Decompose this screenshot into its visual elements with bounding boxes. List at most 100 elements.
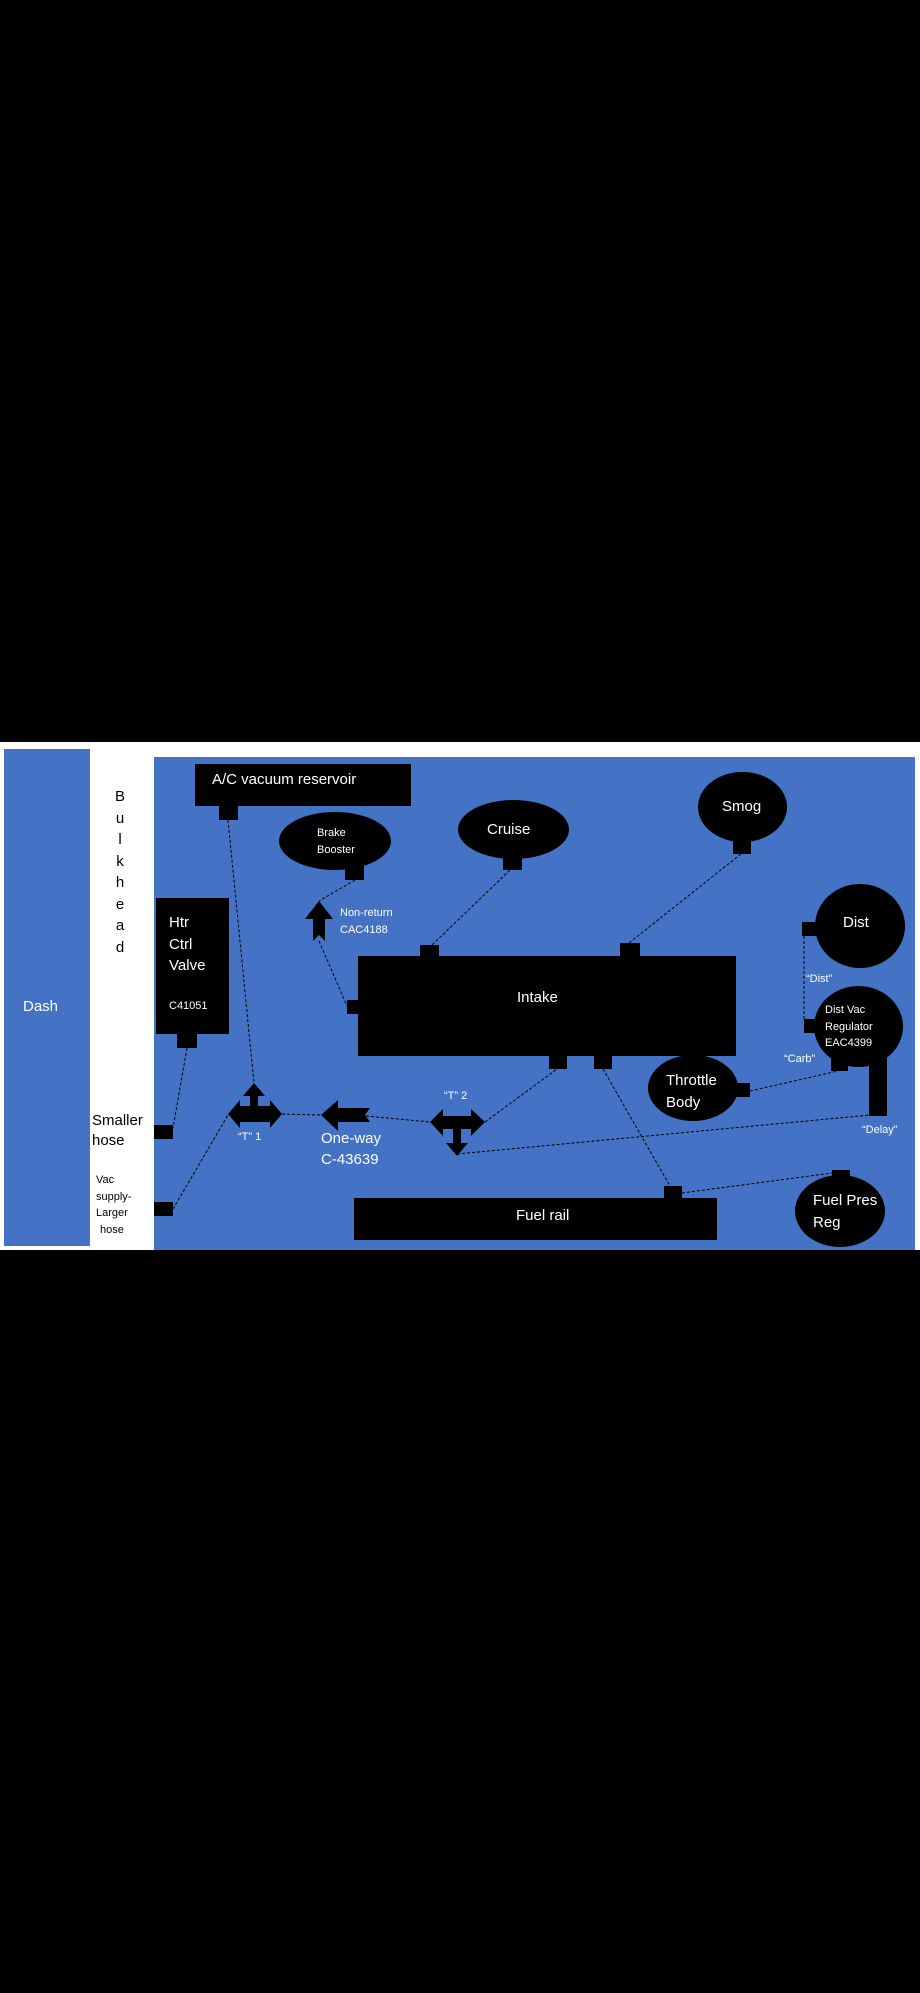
bulkhead-letter: B [114,788,125,805]
carb-hose-label: “Carb” [784,1053,816,1065]
hose-nonreturn-to-intake [318,940,348,1007]
fuel-pressure-regulator [795,1175,885,1247]
intake-label: Intake [517,989,558,1006]
one-way-valve-arrow [321,1100,370,1131]
hose-ac-to-tee1 [227,819,255,1084]
one-way-valve-line2: C-43639 [321,1151,379,1168]
hose-tee2-to-intake [484,1068,558,1123]
fuel-pressure-regulator-label: Fuel Pres Reg [813,1190,877,1233]
bulkhead-letter: l [118,831,122,848]
brake-booster-port [345,866,364,880]
hose-tee2-to-delay [456,1114,871,1155]
cruise-label: Cruise [487,821,531,838]
non-return-label: Non-return CAC4188 [340,905,393,939]
dash-label: Dash [23,998,59,1015]
heater-valve-line1: Htr [169,914,189,931]
hose-intake-to-fuel-rail [602,1068,671,1187]
vac-supply-port [154,1202,173,1216]
intake-manifold [358,956,736,1056]
ac-reservoir-label: A/C vacuum reservoir [212,771,357,788]
dist-vac-regulator-carb-port [831,1057,848,1071]
intake-port-top-left [420,945,439,957]
bulkhead-letter: e [115,895,125,913]
heater-valve-part-number: C41051 [169,1000,208,1012]
dist-vac-regulator-label: Dist Vac Regulator EAC4399 [825,1002,873,1052]
throttle-body-line2: Body [666,1093,701,1111]
vac-supply-label: Vac supply- Larger hose [96,1172,131,1238]
hose-throttle-to-regulator [749,1070,839,1092]
one-way-valve-label: One-way C-43639 [321,1128,381,1170]
delay-valve [869,1050,887,1116]
one-way-valve-line1: One-way [321,1130,382,1147]
vac-supply-line2: supply- [96,1190,132,1203]
dist-vac-regulator-line1: Dist Vac [825,1004,866,1016]
dist-vac-regulator [814,986,903,1067]
fuel-rail-port [664,1186,682,1199]
bulkhead-letter: k [116,852,124,870]
throttle-body-line1: Throttle [666,1072,717,1089]
heater-control-valve [156,898,229,1034]
hose-fuel-rail-to-fpr [681,1172,833,1194]
bulkhead-label: B u l k h e a d [113,786,127,958]
tee1-fitting [228,1083,282,1128]
intake-port-bottom-left [549,1055,567,1069]
distributor-port [802,922,820,936]
heater-valve-label: Htr Ctrl Valve [169,912,205,977]
distributor-label: Dist [843,914,869,931]
fuel-pressure-regulator-port [832,1170,850,1182]
vac-supply-line1: Vac [96,1174,115,1186]
delay-hose-label: “Delay” [862,1124,898,1136]
hose-oneway-to-tee2 [365,1115,431,1123]
hose-smog-to-intake [628,853,742,944]
intake-port-top-right [620,943,640,957]
heater-valve-line2: Ctrl [169,935,193,953]
bulkhead-letter: d [115,938,125,956]
smaller-hose-port [154,1125,173,1139]
bulkhead-letter: h [115,874,125,891]
vac-supply-line3: Larger [96,1207,128,1219]
throttle-body [648,1055,738,1121]
non-return-valve-arrow [305,901,333,941]
smog-valve [698,772,787,842]
smaller-hose-line1: Smaller [92,1112,143,1129]
brake-booster-line1: Brake [317,827,346,839]
bulkhead-letter: u [115,809,125,827]
smog-label: Smog [722,798,762,815]
fuel-pressure-regulator-line2: Reg [813,1213,841,1231]
tee2-label: “T” 2 [444,1090,468,1102]
non-return-line2: CAC4188 [340,924,388,936]
dist-vac-regulator-line2: Regulator [825,1020,873,1033]
hose-tee1-to-oneway [281,1113,322,1116]
intake-port-bottom-right [594,1055,612,1069]
fuel-rail [354,1198,717,1240]
smaller-hose-label: Smaller hose [92,1111,143,1151]
throttle-body-port [736,1083,750,1097]
throttle-body-label: Throttle Body [666,1070,717,1113]
cruise-actuator [458,800,569,859]
dash-panel [4,749,90,1246]
heater-valve-port [177,1034,197,1048]
smog-port [733,840,751,854]
dist-vac-regulator-dist-port [804,1019,818,1033]
ac-reservoir-port [219,806,238,820]
vac-supply-line4: hose [100,1223,124,1236]
brake-booster-label: Brake Booster [317,825,355,859]
fuel-rail-label: Fuel rail [516,1207,570,1224]
bulkhead-letter: a [115,917,125,934]
heater-valve-line3: Valve [169,957,206,974]
non-return-line1: Non-return [340,907,393,919]
dist-vac-regulator-line3: EAC4399 [825,1037,873,1049]
fuel-pressure-regulator-line1: Fuel Pres [813,1192,878,1209]
tee2-fitting [430,1109,485,1156]
distributor [815,884,905,968]
hose-heater-to-smaller-port [172,1047,188,1129]
smaller-hose-line2: hose [92,1132,125,1149]
cruise-port [503,856,522,870]
tee1-label: “T” 1 [238,1131,262,1143]
brake-booster-line2: Booster [317,844,355,856]
brake-booster [279,812,391,870]
hose-cruise-to-intake [431,869,511,946]
hose-vac-supply-to-tee1 [172,1114,229,1210]
hose-booster-to-nonreturn [318,879,356,902]
